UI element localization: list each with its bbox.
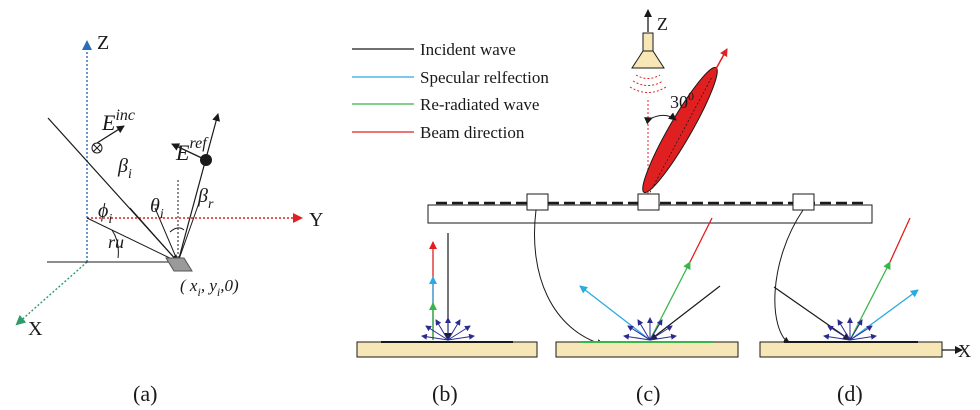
y-axis-label: Y xyxy=(309,209,323,231)
x-axis-label-d: X xyxy=(958,341,971,361)
panel-a: Z Y X Einc Eref βi βr ϕi xyxy=(15,32,323,406)
beta-r-label: βr xyxy=(197,185,214,212)
e-ref-vector xyxy=(171,143,207,161)
element-box-center xyxy=(637,193,660,211)
legend: Incident wave Specular relfection Re-rad… xyxy=(352,40,549,142)
slab-d xyxy=(759,341,943,358)
beam-axis xyxy=(647,61,721,197)
e-inc-vector xyxy=(96,125,125,144)
caption-c: (c) xyxy=(636,381,660,406)
beam-angle-arc xyxy=(643,112,677,125)
phi-i-label: ϕi xyxy=(98,200,112,227)
feed-wave-3 xyxy=(629,86,667,93)
beam-d xyxy=(889,217,911,263)
legend-label-reradiated: Re-radiated wave xyxy=(420,95,539,114)
point-label: ( xi, yi,0) xyxy=(180,276,239,299)
reflectarray-top: Z 300 xyxy=(427,9,873,347)
horn-feed-icon xyxy=(631,32,665,69)
element-box-left xyxy=(526,193,549,211)
legend-label-beam: Beam direction xyxy=(420,123,525,142)
theta-arc xyxy=(169,227,185,233)
theta-i-label: θi xyxy=(150,195,164,222)
scatter-fan-b xyxy=(421,317,475,341)
element-patch xyxy=(165,257,193,272)
reflected-ray xyxy=(177,113,221,263)
specular-d xyxy=(849,289,919,341)
e-inc-label: Einc xyxy=(101,107,135,135)
caption-a: (a) xyxy=(133,381,157,406)
ru-label: ru xyxy=(108,232,124,252)
legend-label-incident: Incident wave xyxy=(420,40,516,59)
scatter-fan-c xyxy=(623,317,677,341)
panel-d: X (d) xyxy=(759,217,971,406)
incident-d xyxy=(773,286,851,341)
beam-direction-arrow xyxy=(711,48,728,77)
x-axis-label: X xyxy=(28,318,43,340)
reradiated-c xyxy=(649,261,691,341)
beam-c xyxy=(689,217,713,263)
panel-c: (c) xyxy=(555,217,739,406)
incident-ray-2 xyxy=(129,207,179,263)
beta-i-label: βi xyxy=(117,155,132,182)
connector-to-d xyxy=(774,209,804,345)
panel-b: (b) xyxy=(356,233,538,406)
feed-wave-2 xyxy=(632,80,664,86)
fan-line-1 xyxy=(177,199,201,263)
slab-c xyxy=(555,341,739,358)
beam-angle-label: 300 xyxy=(670,89,694,112)
phi-arc xyxy=(111,229,119,259)
slab-b xyxy=(356,341,538,358)
legend-label-specular: Specular relfection xyxy=(420,68,549,87)
specular-c xyxy=(579,285,651,341)
connector-to-c xyxy=(534,209,605,347)
x-axis xyxy=(15,261,88,326)
element-box-right xyxy=(792,193,815,211)
incident-c xyxy=(649,285,721,341)
fan-line-2 xyxy=(154,207,179,263)
feed-z-label: Z xyxy=(657,14,668,34)
caption-b: (b) xyxy=(432,381,458,406)
feed-wave-1 xyxy=(635,74,661,79)
reradiated-d xyxy=(849,261,891,341)
z-axis-label: Z xyxy=(97,32,109,54)
e-ref-label: Eref xyxy=(175,135,209,165)
ru-line xyxy=(86,217,179,263)
caption-d: (d) xyxy=(837,381,863,406)
scatter-fan-d xyxy=(823,317,877,341)
